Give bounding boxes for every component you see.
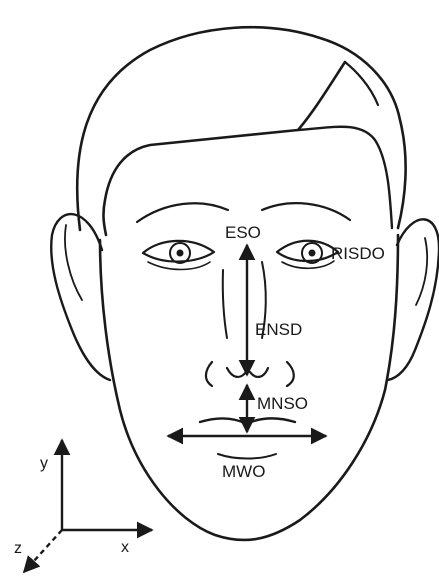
right-eyebrow <box>262 203 350 220</box>
right-ear-inner <box>416 238 427 305</box>
label-eso: ESO <box>225 223 261 242</box>
label-risdo: RISDO <box>331 244 385 263</box>
left-eyebrow <box>137 203 228 222</box>
label-mwo: MWO <box>222 462 265 481</box>
right-eye <box>277 241 338 269</box>
jaw-outline <box>100 235 398 540</box>
z-axis <box>24 530 62 572</box>
left-eye <box>143 241 214 270</box>
axis-label-y: y <box>40 455 48 472</box>
axis-label-x: x <box>121 539 129 556</box>
label-mnso: MNSO <box>257 394 308 413</box>
coordinate-axes: y x z <box>14 440 152 572</box>
left-ear-inner <box>65 225 82 300</box>
label-ensd: ENSD <box>255 320 302 339</box>
axis-label-z: z <box>14 540 22 557</box>
hair-side-right <box>298 127 392 228</box>
